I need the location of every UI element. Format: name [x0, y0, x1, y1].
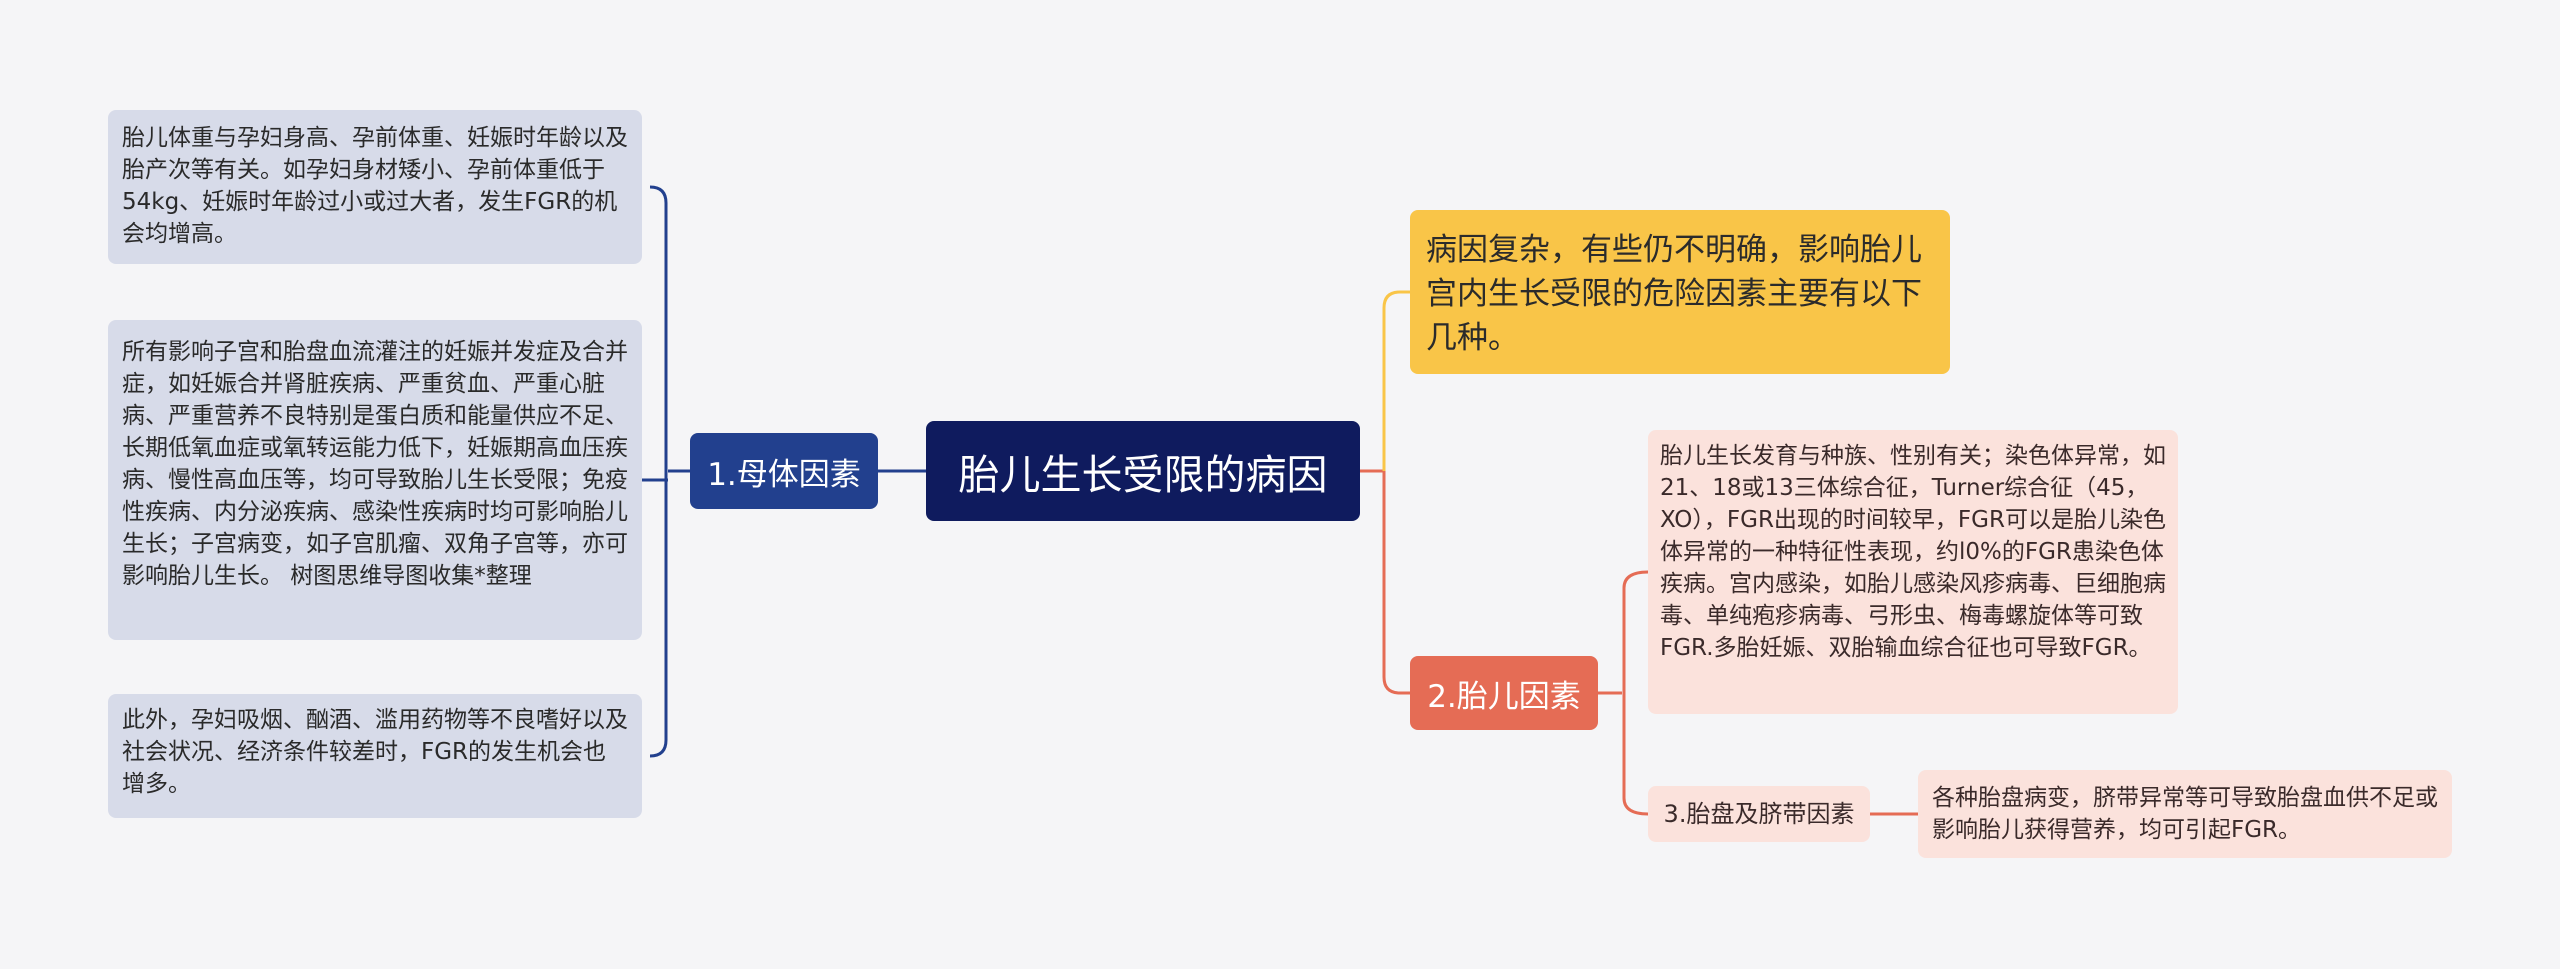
link-fetal-bracket [1598, 570, 1649, 816]
placenta-umbilical-detail-text: 各种胎盘病变，脐带异常等可导致胎盘血供不足或影响胎儿获得营养，均可引起FGR。 [1932, 785, 2438, 843]
maternal-detail-1-text: 胎儿体重与孕妇身高、孕前体重、妊娠时年龄以及胎产次等有关。如孕妇身材矮小、孕前体… [122, 125, 628, 247]
summary-node[interactable]: 病因复杂，有些仍不明确，影响胎儿宫内生长受限的危险因素主要有以下几种。 [1410, 210, 1950, 374]
maternal-detail-2-text: 所有影响子宫和胎盘血流灌注的妊娠并发症及合并症，如妊娠合并肾脏疾病、严重贫血、严… [122, 339, 628, 589]
maternal-detail-3-text: 此外，孕妇吸烟、酗酒、滥用药物等不良嗜好以及社会状况、经济条件较差时，FGR的发… [122, 707, 628, 797]
link-root-fetal [1382, 471, 1410, 695]
maternal-detail-1[interactable]: 胎儿体重与孕妇身高、孕前体重、妊娠时年龄以及胎产次等有关。如孕妇身材矮小、孕前体… [108, 110, 642, 264]
maternal-detail-3[interactable]: 此外，孕妇吸烟、酗酒、滥用药物等不良嗜好以及社会状况、经济条件较差时，FGR的发… [108, 694, 642, 818]
fetal-detail[interactable]: 胎儿生长发育与种族、性别有关；染色体异常，如21、18或13三体综合征，Turn… [1648, 430, 2178, 714]
root-topic-label: 胎儿生长受限的病因 [958, 451, 1328, 499]
fetal-factor-label: 2.胎儿因素 [1427, 678, 1581, 715]
placenta-umbilical-factor-label: 3.胎盘及脐带因素 [1663, 800, 1855, 828]
link-root-summary [1382, 290, 1410, 471]
fetal-factor-node[interactable]: 2.胎儿因素 [1410, 656, 1598, 730]
summary-text: 病因复杂，有些仍不明确，影响胎儿宫内生长受限的危险因素主要有以下几种。 [1426, 232, 1922, 356]
maternal-detail-2[interactable]: 所有影响子宫和胎盘血流灌注的妊娠并发症及合并症，如妊娠合并肾脏疾病、严重贫血、严… [108, 320, 642, 640]
fetal-detail-text: 胎儿生长发育与种族、性别有关；染色体异常，如21、18或13三体综合征，Turn… [1660, 443, 2166, 661]
link-maternal-bracket [649, 185, 690, 758]
placenta-umbilical-detail[interactable]: 各种胎盘病变，脐带异常等可导致胎盘血供不足或影响胎儿获得营养，均可引起FGR。 [1918, 770, 2452, 858]
maternal-factor-label: 1.母体因素 [707, 456, 861, 493]
root-topic[interactable]: 胎儿生长受限的病因 [926, 421, 1360, 521]
placenta-umbilical-factor-node[interactable]: 3.胎盘及脐带因素 [1648, 786, 1870, 842]
maternal-factor-node[interactable]: 1.母体因素 [690, 433, 878, 509]
